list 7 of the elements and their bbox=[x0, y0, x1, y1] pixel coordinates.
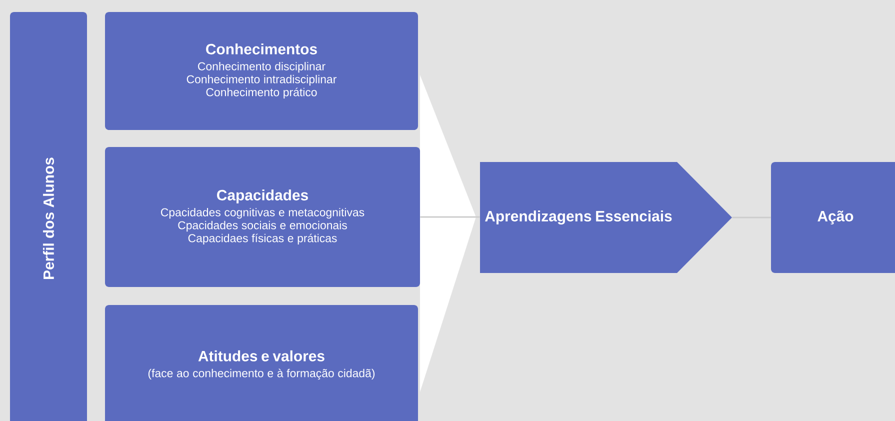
process-box: Atitudes e valores (face ao conhecimento e à formação cidadã) bbox=[105, 305, 418, 421]
process-box: Conhecimentos Conhecimento disciplinar Conhecimento intradisciplinar Conhecimento prático bbox=[105, 12, 418, 130]
arrow-box: Aprendizagens Essenciais bbox=[480, 162, 732, 273]
process-box: Ação bbox=[771, 162, 895, 273]
process-box: Capacidades Cpacidades cognitivas e metacognitivas Cpacidades sociais e emocionais Capacidaes físicas e práticas bbox=[105, 147, 420, 287]
vertical-box: Perfil dos Alunos bbox=[10, 12, 87, 421]
connector-line bbox=[420, 216, 480, 218]
